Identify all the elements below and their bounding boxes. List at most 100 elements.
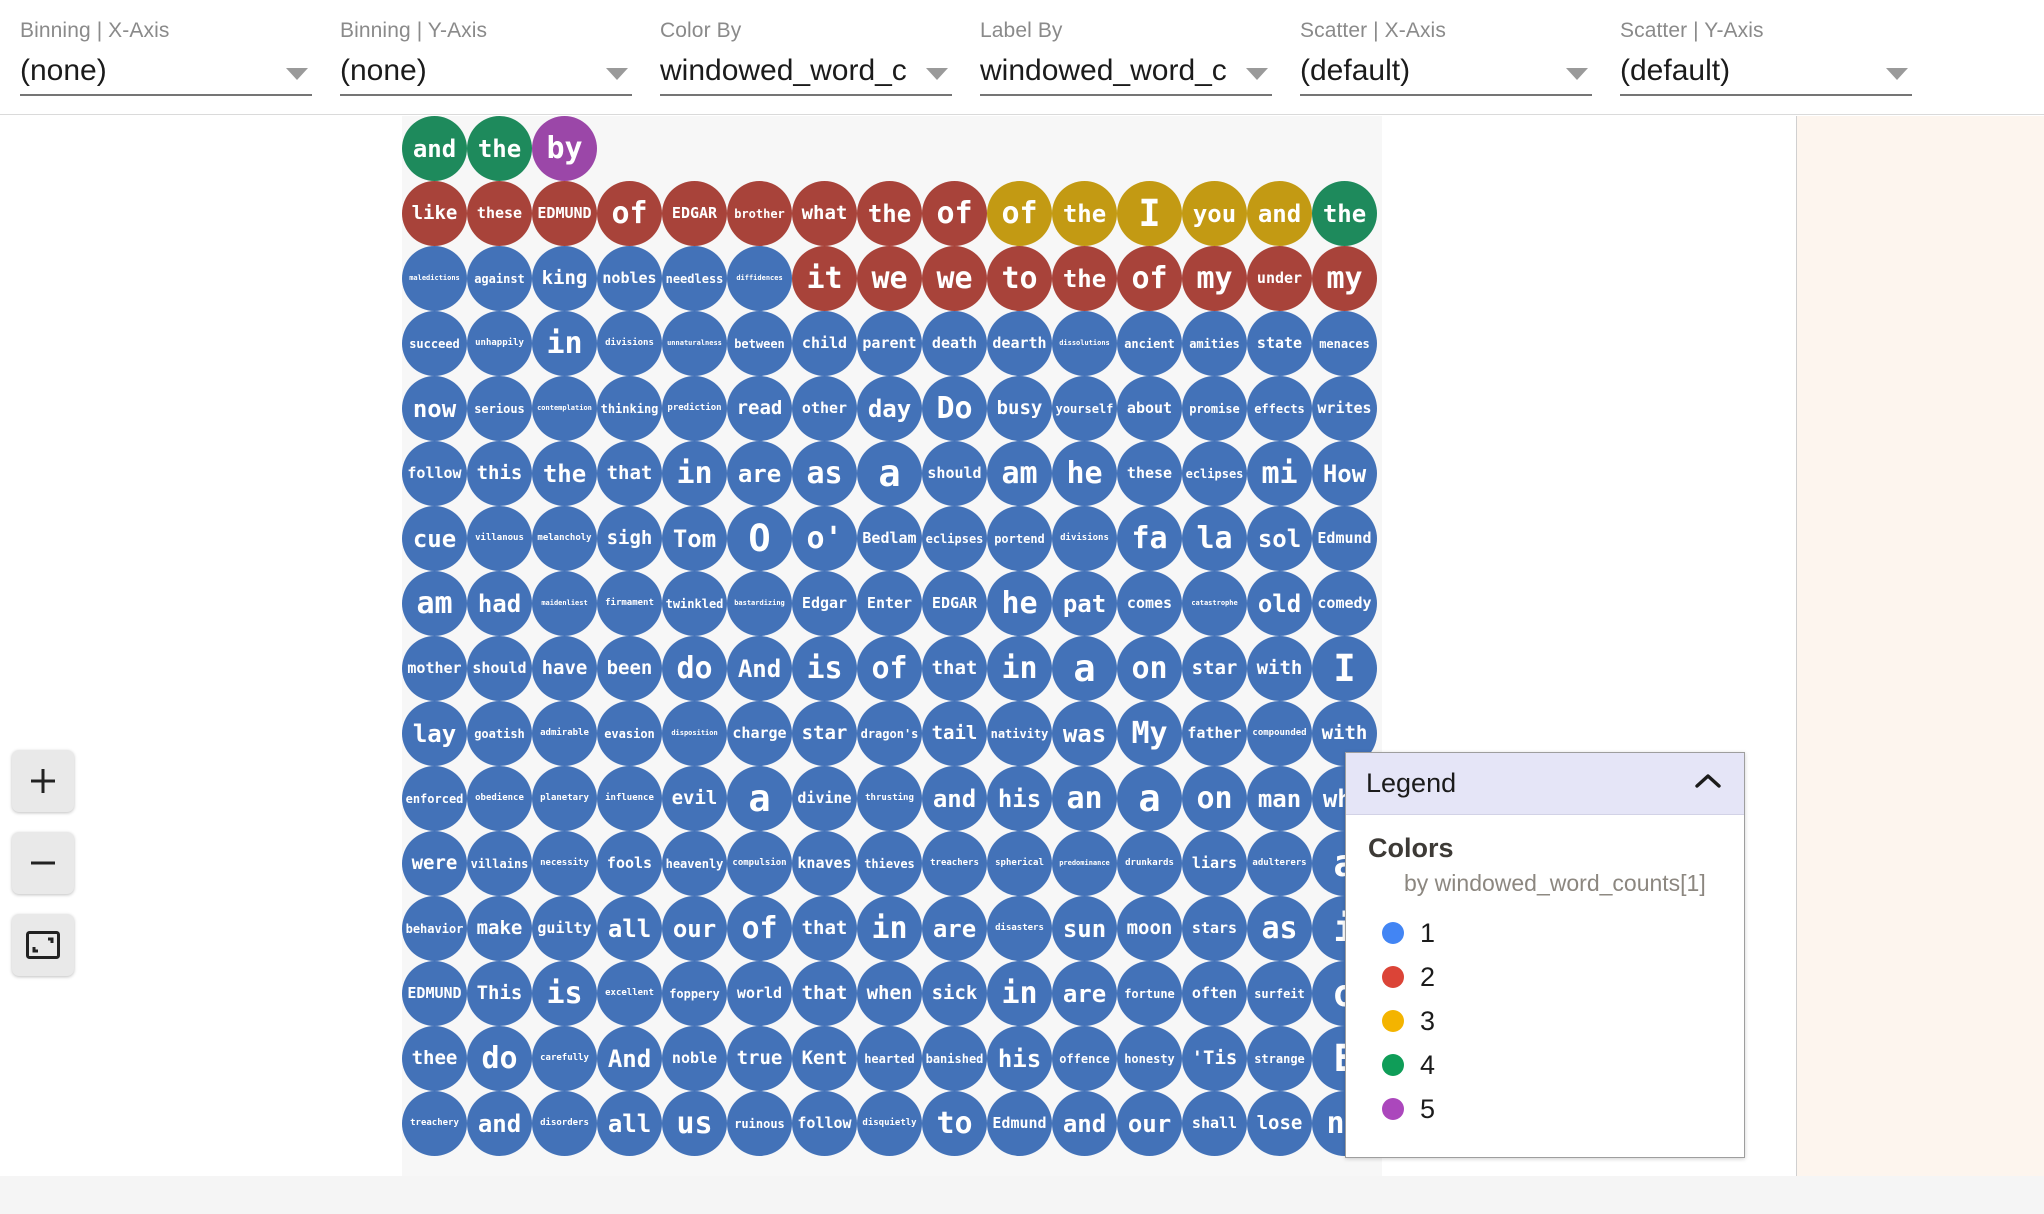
bubble[interactable]: admirable [532,701,597,766]
bubble[interactable]: sigh [597,506,662,571]
bubble[interactable]: a [1117,766,1182,831]
bubble[interactable]: thrusting [857,766,922,831]
bubble[interactable]: child [792,311,857,376]
bubble[interactable]: other [792,376,857,441]
bubble[interactable]: fools [597,831,662,896]
bubble[interactable]: of [922,181,987,246]
bubble[interactable]: had [467,571,532,636]
bubble[interactable]: EDMUND [532,181,597,246]
bubble[interactable]: sol [1247,506,1312,571]
bubble[interactable]: I [1117,181,1182,246]
bubble[interactable]: against [467,246,532,311]
bubble[interactable]: of [987,181,1052,246]
legend-item[interactable]: 2 [1368,955,1722,999]
bubble[interactable]: father [1182,701,1247,766]
field-select[interactable]: windowed_word_c [660,48,952,96]
bubble[interactable]: day [857,376,922,441]
bubble[interactable]: serious [467,376,532,441]
bubble[interactable]: my [1182,246,1247,311]
bubble[interactable]: in [662,441,727,506]
legend-item[interactable]: 5 [1368,1087,1722,1131]
bubble[interactable]: do [662,636,727,701]
bubble[interactable]: sun [1052,896,1117,961]
bubble[interactable]: fa [1117,506,1182,571]
bubble[interactable]: How [1312,441,1377,506]
bubble[interactable]: predominance [1052,831,1117,896]
bubble[interactable]: influence [597,766,662,831]
zoom-in-button[interactable] [12,750,74,812]
bubble[interactable]: surfeit [1247,961,1312,1026]
bubble[interactable]: parent [857,311,922,376]
bubble[interactable]: as [1247,896,1312,961]
bubble[interactable]: brother [727,181,792,246]
bubble[interactable]: true [727,1026,792,1091]
bubble[interactable]: dearth [987,311,1052,376]
bubble[interactable]: dissolutions [1052,311,1117,376]
bubble[interactable]: to [922,1091,987,1156]
bubble[interactable]: thieves [857,831,922,896]
bubble[interactable]: this [467,441,532,506]
bubble[interactable]: an [1052,766,1117,831]
bubble[interactable]: 'Tis [1182,1026,1247,1091]
bubble[interactable]: offence [1052,1026,1117,1091]
bubble[interactable]: maidenliest [532,571,597,636]
bubble[interactable]: firmament [597,571,662,636]
bubble[interactable]: comes [1117,571,1182,636]
bubble[interactable]: nativity [987,701,1052,766]
bubble[interactable]: tail [922,701,987,766]
bubble[interactable]: dragon's [857,701,922,766]
field-select[interactable]: windowed_word_c [980,48,1272,96]
bubble[interactable]: melancholy [532,506,597,571]
bubble[interactable]: star [1182,636,1247,701]
bubble[interactable]: nobles [597,246,662,311]
bubble[interactable]: state [1247,311,1312,376]
bubble[interactable]: to [987,246,1052,311]
bubble[interactable]: of [857,636,922,701]
bubble[interactable]: Edmund [987,1091,1052,1156]
bubble[interactable]: goatish [467,701,532,766]
bubble[interactable]: Edgar [792,571,857,636]
bubble[interactable]: when [857,961,922,1026]
bubble[interactable]: busy [987,376,1052,441]
bubble[interactable]: the [857,181,922,246]
bubble[interactable]: about [1117,376,1182,441]
toolbar-field-scatter-x-axis[interactable]: Scatter | X-Axis(default) [1292,18,1600,96]
bubble[interactable]: portend [987,506,1052,571]
bubble[interactable]: his [987,1026,1052,1091]
bubble[interactable]: treachers [922,831,987,896]
bubble[interactable]: succeed [402,311,467,376]
legend-item[interactable]: 3 [1368,999,1722,1043]
bubble[interactable]: cue [402,506,467,571]
bubble[interactable]: that [597,441,662,506]
field-select[interactable]: (default) [1620,48,1912,96]
bubble[interactable]: I [1312,636,1377,701]
bubble[interactable]: menaces [1312,311,1377,376]
bubble[interactable]: guilty [532,896,597,961]
bubble[interactable]: bastardizing [727,571,792,636]
bubble[interactable]: fortune [1117,961,1182,1026]
bubble[interactable]: his [987,766,1052,831]
bubble[interactable]: on [1117,636,1182,701]
bubble[interactable]: needless [662,246,727,311]
bubble[interactable]: disorders [532,1091,597,1156]
bubble[interactable]: it [792,246,857,311]
bubble[interactable]: unnaturalness [662,311,727,376]
bubble[interactable]: behavior [402,896,467,961]
bubble[interactable]: star [792,701,857,766]
bubble[interactable]: amities [1182,311,1247,376]
bubble[interactable]: in [987,636,1052,701]
bubble[interactable]: Do [922,376,987,441]
bubble[interactable]: are [1052,961,1117,1026]
bubble[interactable]: world [727,961,792,1026]
bubble[interactable]: and [402,116,467,181]
bubble[interactable]: am [987,441,1052,506]
bubble[interactable]: that [922,636,987,701]
bubble[interactable]: of [1117,246,1182,311]
bubble[interactable]: disquietly [857,1091,922,1156]
bubble[interactable]: divine [792,766,857,831]
bubble[interactable]: and [467,1091,532,1156]
bubble[interactable]: shall [1182,1091,1247,1156]
bubble[interactable]: unhappily [467,311,532,376]
bubble[interactable]: obedience [467,766,532,831]
bubble[interactable]: us [662,1091,727,1156]
